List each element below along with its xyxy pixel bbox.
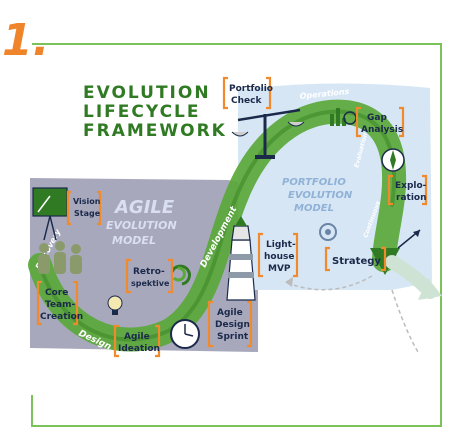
scale-icon: [231, 108, 305, 159]
stage-agile-ideation: Agile Ideation: [113, 324, 161, 358]
lighthouse-line-1: Light-: [266, 240, 296, 250]
core-team-line-2: Team-: [45, 300, 75, 310]
vision-stage-line-1: Vision: [73, 197, 101, 206]
compass-icon: [381, 148, 405, 172]
stage-vision-stage: Vision Stage: [66, 190, 102, 226]
stage-retrospective: Retro- spektive: [125, 258, 174, 294]
retrospective-line-1: Retro-: [133, 267, 165, 277]
portfolio-model-line-3: MODEL: [294, 203, 334, 214]
stage-portfolio-check: Portfolio Check: [222, 76, 273, 110]
stage-gap-analysis: Gap Analysis: [355, 106, 405, 138]
step-number: 1.: [2, 15, 49, 66]
design-sprint-line-2: Design: [215, 320, 250, 330]
portfolio-model-line-2: EVOLUTION: [288, 190, 353, 201]
core-team-line-1: Core: [45, 288, 68, 298]
lighthouse-line-3: MVP: [268, 264, 291, 274]
title-line-2: LIFECYCLE: [83, 102, 201, 122]
frame-border: [31, 43, 442, 427]
feedback-arrow-left-head: [285, 277, 293, 287]
stage-core-team-creation: Core Team- Creation: [36, 280, 83, 326]
framework-title: EVOLUTION LIFECYCLE FRAMEWORK: [83, 83, 227, 141]
agile-model-line-3: MODEL: [112, 234, 156, 247]
gap-analysis-line-2: Analysis: [361, 125, 403, 135]
agile-model-line-2: EVOLUTION: [106, 219, 177, 232]
portfolio-check-line-1: Portfolio: [229, 84, 273, 94]
clock-icon: [170, 319, 200, 349]
gear-icon: [319, 223, 337, 241]
stage-lighthouse-mvp: Light- house MVP: [257, 232, 299, 278]
design-sprint-line-3: Sprint: [217, 332, 249, 342]
stage-agile-design-sprint: Agile Design Sprint: [207, 300, 253, 348]
retrospective-line-2: spektive: [131, 279, 170, 288]
outgoing-arrow-head: [418, 278, 442, 300]
agile-ideation-line-2: Ideation: [118, 344, 160, 354]
title-line-3: FRAMEWORK: [83, 121, 227, 141]
gap-analysis-line-1: Gap: [367, 113, 387, 123]
cycle-arrows-icon: [170, 264, 191, 286]
agile-model-title: AGILE EVOLUTION MODEL: [106, 197, 177, 247]
team-icon: [38, 241, 82, 274]
feedback-arrow-left: [284, 275, 373, 291]
portfolio-model-title: PORTFOLIO EVOLUTION MODEL: [282, 177, 353, 214]
design-sprint-line-1: Agile: [217, 308, 243, 318]
arrow-up-right-icon: [397, 229, 421, 249]
title-line-1: EVOLUTION: [83, 83, 211, 103]
stage-strategy: Strategy: [324, 246, 387, 272]
agile-model-line-1: AGILE: [113, 197, 175, 218]
strategy-label: Strategy: [332, 256, 381, 267]
lightbulb-icon: [107, 295, 123, 315]
agile-ideation-line-1: Agile: [124, 332, 150, 342]
core-team-line-3: Creation: [40, 312, 83, 322]
lighthouse-icon: [226, 216, 256, 301]
exploration-line-2: ration: [396, 193, 427, 203]
portfolio-check-line-2: Check: [231, 96, 262, 106]
portfolio-model-line-1: PORTFOLIO: [282, 177, 346, 188]
feedback-arrow-down: [391, 289, 419, 353]
lighthouse-line-2: house: [264, 252, 294, 262]
exploration-line-1: Explo-: [395, 181, 427, 191]
vision-stage-line-2: Stage: [74, 209, 101, 218]
stage-exploration: Explo- ration: [387, 174, 428, 206]
